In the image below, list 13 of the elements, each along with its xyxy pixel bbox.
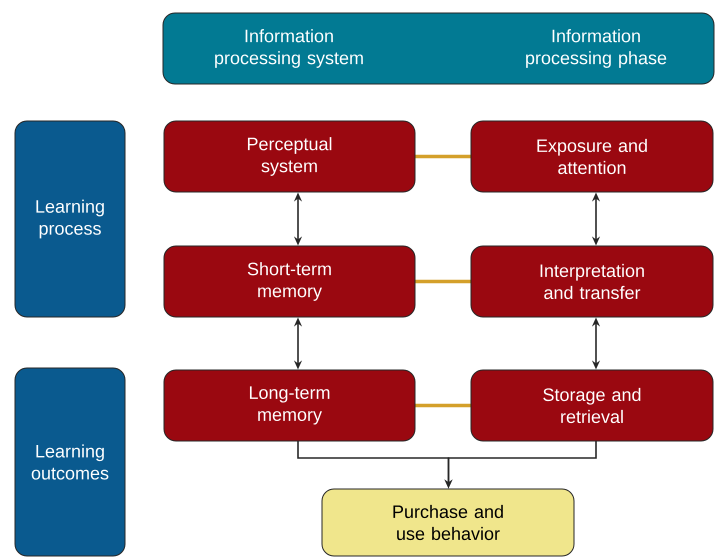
process-box: Exposure and attention <box>470 120 714 192</box>
outcome-box: Purchase and use behavior <box>322 488 574 556</box>
side-box: Learning outcomes <box>14 368 126 556</box>
process-box: Long-term memory <box>164 370 416 442</box>
process-box: Interpretation and transfer <box>470 246 714 318</box>
process-box: Short-term memory <box>164 246 416 318</box>
connector-line <box>416 404 470 408</box>
process-box: Perceptual system <box>164 120 416 192</box>
connector-line <box>416 280 470 284</box>
side-box: Learning process <box>14 120 126 318</box>
header-box: Information processing system Information processing phase <box>162 12 714 84</box>
process-box: Storage and retrieval <box>470 370 714 442</box>
connector-line <box>416 154 470 158</box>
